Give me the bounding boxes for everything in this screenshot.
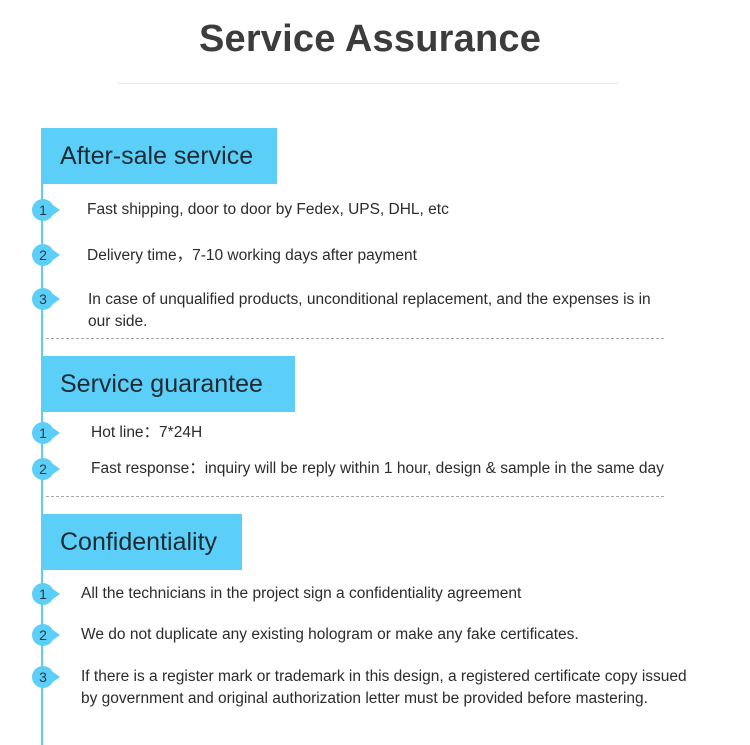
bullet-number: 2: [32, 458, 60, 480]
title-divider: [118, 83, 618, 84]
bullet-number: 3: [32, 288, 60, 310]
bullet-number: 1: [32, 199, 60, 221]
bullet-number: 1: [32, 422, 60, 444]
bullet-number: 1: [32, 583, 60, 605]
bullet-number: 2: [32, 244, 60, 266]
section-heading-service-guarantee: Service guarantee: [41, 356, 295, 412]
list-item: Fast response：inquiry will be reply with…: [91, 460, 664, 477]
page-title: Service Assurance: [198, 18, 542, 60]
bullet-number: 3: [32, 666, 60, 688]
section-heading-confidentiality: Confidentiality: [41, 514, 242, 570]
list-item: Hot line：7*24H: [91, 424, 203, 441]
list-item: Fast shipping, door to door by Fedex, UP…: [87, 201, 449, 218]
bullet-number: 2: [32, 624, 60, 646]
list-item: In case of unqualified products, uncondi…: [88, 291, 651, 330]
section-heading-after-sale: After-sale service: [41, 128, 277, 184]
section-divider: [46, 496, 664, 497]
list-item: If there is a register mark or trademark…: [81, 668, 687, 707]
list-item: All the technicians in the project sign …: [81, 585, 522, 602]
list-item: We do not duplicate any existing hologra…: [81, 626, 579, 643]
list-item: Delivery time，7-10 working days after pa…: [87, 247, 417, 264]
section-divider: [46, 338, 664, 339]
